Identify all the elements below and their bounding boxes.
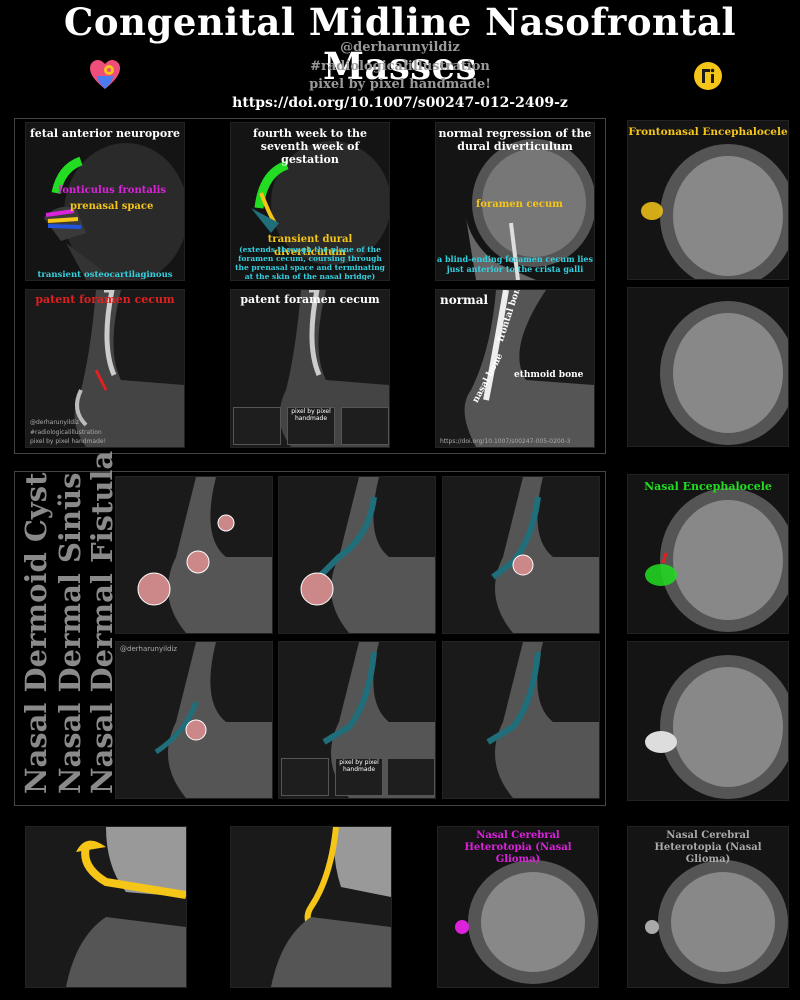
heterotopia-illustration-2 — [230, 826, 392, 988]
dermoid-ct-2 — [278, 476, 436, 634]
normal-ct: normal frontal bone nasal bone ethmoid b… — [435, 289, 595, 448]
caption: fetal anterior neuropore — [29, 127, 181, 140]
watermark-3: pixel by pixel handmade! — [30, 438, 106, 445]
dural-diverticulum-illustration: fourth week to the seventh week of gesta… — [230, 122, 390, 281]
radiopaedia-icon — [693, 61, 723, 91]
nasal-glioma-mri-plain: Nasal Cerebral Heterotopia (Nasal Glioma… — [627, 826, 789, 988]
caption: normal — [440, 293, 489, 307]
title-dermoid-cyst: Nasal Dermoid Cyst — [19, 472, 53, 794]
caption: patent foramen cecum — [35, 293, 175, 306]
handle: @derharunyildiz — [120, 645, 178, 653]
nasal-encephalocele-mri-plain — [627, 641, 789, 801]
thumbnail-b: pixel by pixel handmade — [335, 758, 383, 796]
doi-ref: https://doi.org/10.1007/s00247-005-0200-… — [440, 438, 571, 445]
thumbnail-c — [387, 758, 435, 796]
heart-location-icon — [88, 58, 122, 92]
thumbnail-2: pixel by pixel handmade — [287, 407, 335, 445]
embryology-panel: fetal anterior neuropore fonticulus fron… — [14, 118, 606, 454]
label-fonticulus: fonticulus frontalis — [58, 185, 167, 196]
label-diverticulum: transient dural diverticulum — [267, 234, 353, 258]
dermoid-ct-4: @derharunyildiz — [115, 641, 273, 799]
nasal-glioma-mri-color: Nasal Cerebral Heterotopia (Nasal Glioma… — [437, 826, 599, 988]
doi-link[interactable]: https://doi.org/10.1007/s00247-012-2409-… — [232, 95, 568, 111]
author-handle: @derharunyildiz — [340, 40, 460, 55]
watermark-2: #radiologicalillustration — [30, 429, 102, 436]
hashtag: #radiologicalillustration — [310, 59, 490, 74]
thumbnail-1 — [233, 407, 281, 445]
caption: Nasal Encephalocele — [644, 480, 772, 493]
watermark-1: @derharunyildiz — [30, 419, 79, 426]
caption: normal regression of the dural diverticu… — [438, 127, 592, 153]
foramen-cecum-illustration: normal regression of the dural diverticu… — [435, 122, 595, 281]
title-dermal-sinus: Nasal Dermal Sinüs — [53, 472, 87, 794]
nasal-encephalocele-mri: Nasal Encephalocele — [627, 474, 789, 634]
dermoid-ct-6 — [442, 641, 600, 799]
frontonasal-encephalocele-mri-plain — [627, 287, 789, 447]
caption: fourth week to the seventh week of gesta… — [252, 127, 367, 166]
patent-foramen-ct-1: patent foramen cecum @derharunyildiz #ra… — [25, 289, 185, 448]
caption: Nasal Cerebral Heterotopia (Nasal Glioma… — [464, 830, 572, 865]
heterotopia-illustration-1 — [25, 826, 187, 988]
thumbnail-3 — [341, 407, 389, 445]
label-ethmoid: ethmoid bone — [514, 370, 584, 380]
label-foramen: foramen cecum — [476, 199, 563, 210]
patent-foramen-ct-2: patent foramen cecum pixel by pixel hand… — [230, 289, 390, 448]
desc: (extends through the plane of the forame… — [235, 245, 385, 281]
page-title: Congenital Midline Nasofrontal Masses — [63, 0, 737, 88]
dermoid-ct-1 — [115, 476, 273, 634]
thumbnail-a — [281, 758, 329, 796]
caption: patent foramen cecum — [240, 293, 380, 306]
dermal-panel: Nasal Dermoid Cyst Nasal Dermal Sinüs Na… — [14, 451, 606, 806]
dermoid-ct-3 — [442, 476, 600, 634]
footer: a blind-ending foramen cecum lies just a… — [436, 254, 593, 274]
label-prenasal: prenasal space — [70, 201, 154, 212]
caption: Frontonasal Encephalocele — [628, 126, 788, 138]
footer: transient osteocartilaginous gaps — [37, 270, 173, 280]
frontonasal-encephalocele-mri: Frontonasal Encephalocele — [627, 120, 789, 280]
title-dermal-fistula: Nasal Dermal Fistula — [85, 450, 119, 794]
fetal-neuropore-illustration: fetal anterior neuropore fonticulus fron… — [25, 122, 185, 281]
tagline: pixel by pixel handmade! — [309, 77, 491, 92]
caption: Nasal Cerebral Heterotopia (Nasal Glioma… — [654, 830, 762, 865]
dermoid-ct-5: pixel by pixel handmade — [278, 641, 436, 799]
